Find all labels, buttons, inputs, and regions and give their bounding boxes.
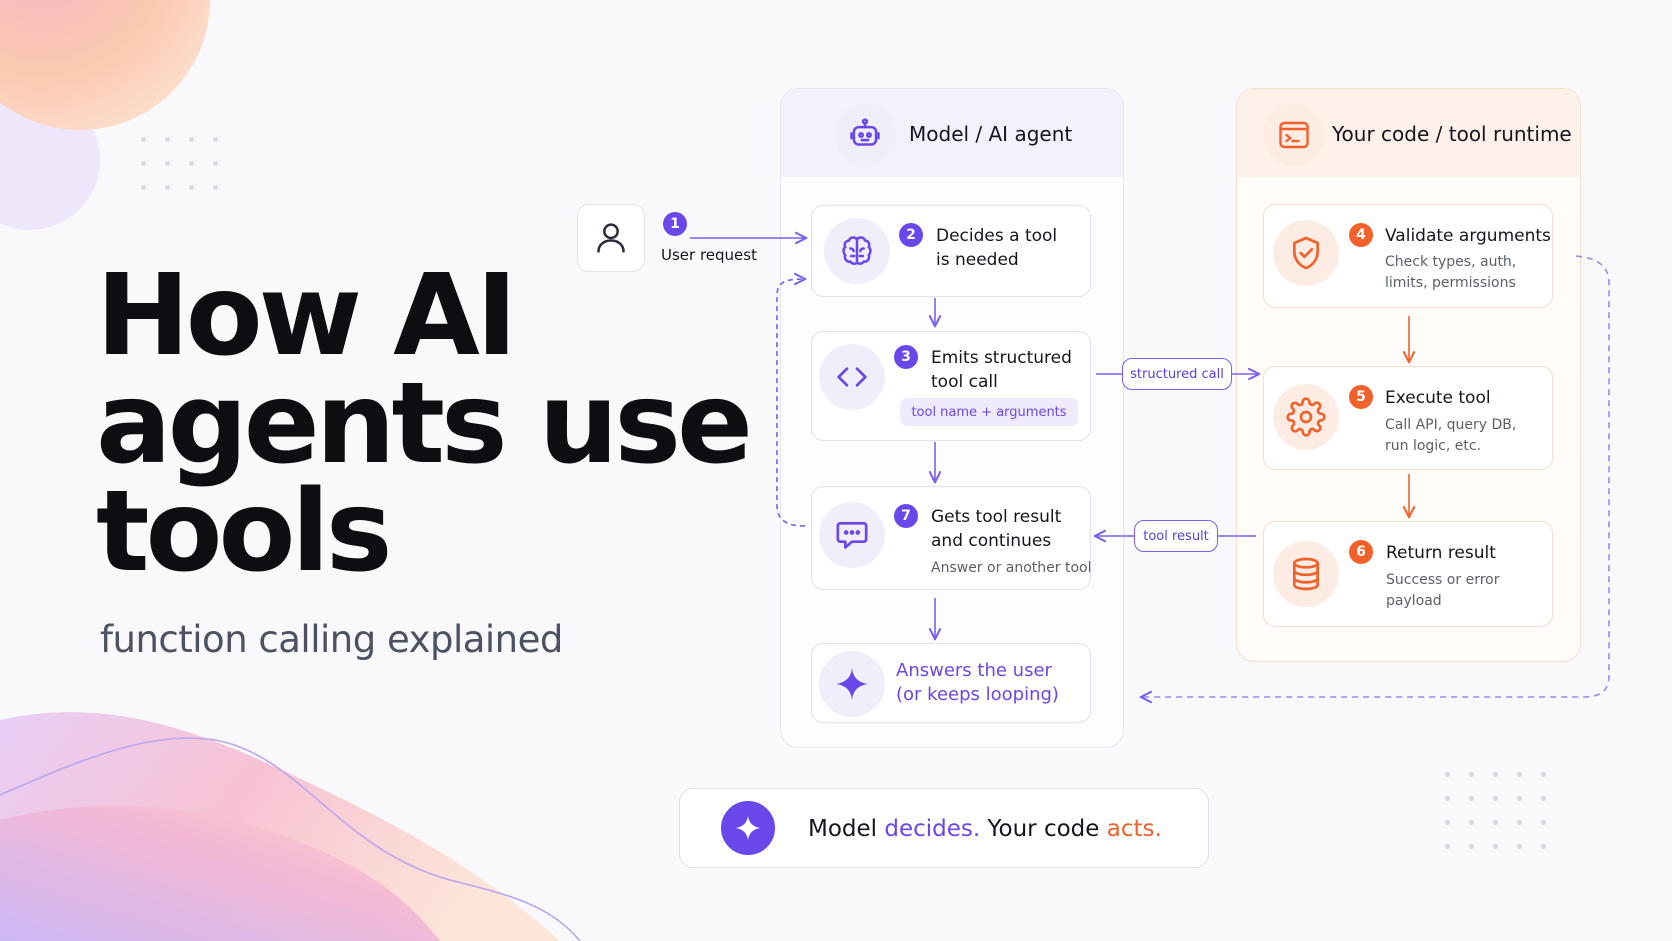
structured-call-pill: structured call bbox=[1122, 358, 1232, 390]
step-title: Answers the user (or keeps looping) bbox=[896, 659, 1059, 707]
step-title-line: Emits structured bbox=[931, 348, 1072, 368]
step-title: Emits structured tool call bbox=[931, 346, 1072, 394]
step-subtitle: Check types, auth, limits, permissions bbox=[1385, 252, 1516, 294]
tagline-highlight: decides. bbox=[884, 816, 981, 842]
step-subtitle: Success or error payload bbox=[1386, 570, 1499, 612]
sparkle-icon bbox=[819, 651, 885, 717]
step-badge-7: 7 bbox=[894, 504, 918, 528]
page-subtitle: function calling explained bbox=[100, 618, 563, 661]
dot-grid-bottom-right bbox=[1445, 772, 1546, 849]
database-icon bbox=[1273, 541, 1339, 607]
step-title-line: Answers the user bbox=[896, 660, 1052, 681]
gear-icon bbox=[1273, 384, 1339, 450]
tagline-text: Model decides. Your code acts. bbox=[808, 816, 1162, 842]
step-badge-2: 2 bbox=[899, 223, 923, 247]
loop-back-arrow bbox=[776, 272, 807, 527]
step-title-line: Gets tool result bbox=[931, 507, 1062, 527]
runtime-panel-title: Your code / tool runtime bbox=[1332, 122, 1572, 146]
step-subtitle: Answer or another tool bbox=[931, 560, 1092, 576]
step-badge-6: 6 bbox=[1349, 540, 1373, 564]
step-subtitle-line: limits, permissions bbox=[1385, 275, 1516, 291]
blob-top-peach bbox=[0, 0, 210, 130]
user-request-label: User request bbox=[661, 246, 757, 264]
step-title: Gets tool result and continues bbox=[931, 505, 1061, 553]
sparkle-icon bbox=[721, 801, 775, 855]
terminal-icon bbox=[1263, 104, 1325, 166]
chat-icon bbox=[819, 502, 885, 568]
step-title-line: Decides a tool bbox=[936, 226, 1058, 246]
wave-line bbox=[0, 737, 581, 941]
user-icon bbox=[597, 223, 625, 253]
brain-icon bbox=[824, 218, 890, 284]
step-subtitle: Call API, query DB, run logic, etc. bbox=[1385, 415, 1516, 457]
step-title: Validate arguments bbox=[1385, 226, 1551, 246]
tool-result-pill: tool result bbox=[1134, 520, 1218, 552]
dot-grid-top-left bbox=[141, 137, 218, 190]
step-subtitle-line: Call API, query DB, bbox=[1385, 417, 1517, 433]
step-badge-1: 1 bbox=[663, 212, 687, 236]
step-title-line: is needed bbox=[936, 250, 1019, 270]
shield-check-icon bbox=[1273, 220, 1339, 286]
robot-icon bbox=[834, 104, 896, 166]
step-subtitle-line: payload bbox=[1386, 593, 1442, 609]
title-line: How AI bbox=[96, 251, 518, 381]
step-title: Return result bbox=[1386, 543, 1496, 563]
step-badge-5: 5 bbox=[1349, 385, 1373, 409]
step-title-line: and continues bbox=[931, 531, 1052, 551]
step-badge-4: 4 bbox=[1349, 223, 1373, 247]
step-subtitle-line: run logic, etc. bbox=[1385, 438, 1482, 454]
code-icon bbox=[819, 344, 885, 410]
tagline-part: Your code bbox=[980, 816, 1107, 842]
step-subtitle-line: Success or error bbox=[1386, 572, 1500, 588]
title-line: tools bbox=[96, 467, 392, 597]
title-line: agents use bbox=[96, 359, 753, 489]
tagline-highlight: acts. bbox=[1106, 816, 1162, 842]
blob-bottom-violet bbox=[0, 805, 440, 941]
dashed-return-loop bbox=[1139, 255, 1610, 704]
step-badge-3: 3 bbox=[894, 345, 918, 369]
step-subtitle-line: Check types, auth, bbox=[1385, 254, 1517, 270]
tagline-part: Model bbox=[808, 816, 885, 842]
step-title: Decides a tool is needed bbox=[936, 224, 1057, 272]
tool-call-chip: tool name + arguments bbox=[900, 398, 1078, 426]
user-icon-box bbox=[577, 204, 645, 272]
model-panel-title: Model / AI agent bbox=[909, 122, 1073, 146]
step-title-line: (or keeps looping) bbox=[896, 684, 1059, 705]
step-title: Execute tool bbox=[1385, 388, 1491, 408]
step-title-line: tool call bbox=[931, 372, 998, 392]
page-title: How AI agents use tools bbox=[96, 251, 753, 597]
